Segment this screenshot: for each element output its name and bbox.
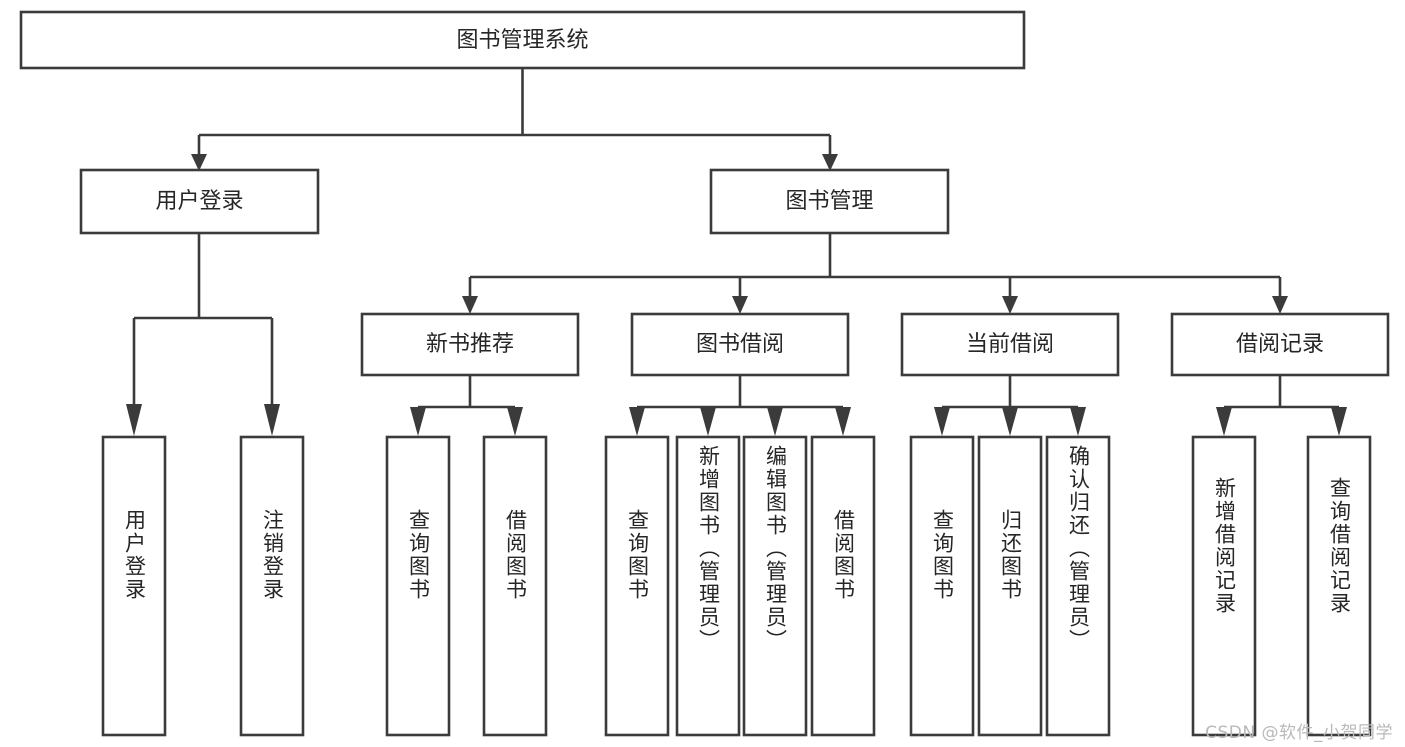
node-leaf-return-book-box[interactable]: [977, 435, 1043, 737]
node-new-book-recommend-label: 新书推荐: [426, 332, 514, 357]
arrow-head-leaf-query-book-1: [410, 407, 426, 436]
node-leaf-borrow-book-2-box[interactable]: [810, 435, 876, 737]
node-leaf-add-book-box[interactable]: [675, 435, 741, 737]
arrow-head-new-book-recommend: [462, 296, 478, 314]
node-leaf-user-logout-box[interactable]: [239, 435, 305, 737]
node-leaf-query-book-3-box[interactable]: [909, 435, 975, 737]
node-book-management[interactable]: 图书管理: [709, 168, 950, 235]
node-current-borrow-label: 当前借阅: [966, 332, 1054, 357]
arrow-head-current-borrow: [1002, 296, 1018, 314]
node-book-borrow-label: 图书借阅: [696, 332, 784, 357]
node-leaf-borrow-book-1-box[interactable]: [482, 435, 548, 737]
node-leaf-add-record-box[interactable]: [1191, 435, 1257, 737]
node-book-borrow-box[interactable]: [630, 312, 850, 377]
node-user-login[interactable]: 用户登录: [79, 168, 320, 235]
arrow-head-leaf-query-book-2: [629, 407, 645, 436]
node-user-login-label: 用户登录: [155, 189, 243, 214]
arrow-head-borrow-record: [1272, 296, 1288, 314]
node-leaf-user-login-box[interactable]: [101, 435, 167, 737]
node-book-borrow[interactable]: 图书借阅: [630, 312, 850, 377]
node-user-login-box[interactable]: [79, 168, 320, 235]
node-new-book-recommend-box[interactable]: [360, 312, 580, 377]
watermark-text: CSDN @软件_小贺同学: [1205, 723, 1393, 743]
arrow-head-leaf-user-logout: [264, 404, 280, 436]
arrow-head-user-login: [191, 154, 207, 171]
connector-layer: [126, 68, 1347, 436]
arrow-head-leaf-user-login: [126, 404, 142, 436]
arrow-head-leaf-borrow-book-1: [507, 407, 523, 436]
node-book-management-label: 图书管理: [785, 189, 873, 214]
node-leaf-edit-book-box[interactable]: [742, 435, 808, 737]
node-root-label: 图书管理系统: [456, 28, 588, 53]
node-root-box[interactable]: [19, 10, 1026, 70]
arrow-head-leaf-edit-book: [767, 407, 783, 436]
node-book-management-box[interactable]: [709, 168, 950, 235]
node-leaf-query-record-box[interactable]: [1306, 435, 1372, 737]
leaf-box-layer: [101, 435, 1372, 737]
arrow-head-leaf-borrow-book-2: [835, 407, 851, 436]
arrow-head-leaf-return-book: [1002, 407, 1018, 436]
arrow-head-leaf-add-book: [700, 407, 716, 436]
node-leaf-query-book-1-box[interactable]: [385, 435, 451, 737]
arrow-head-leaf-add-record: [1216, 407, 1232, 436]
node-leaf-confirm-return-box[interactable]: [1045, 435, 1111, 737]
arrow-head-book-management: [822, 154, 838, 171]
arrow-head-leaf-query-record: [1331, 407, 1347, 436]
node-leaf-query-book-2-box[interactable]: [604, 435, 670, 737]
node-current-borrow-box[interactable]: [900, 312, 1120, 377]
node-borrow-record-box[interactable]: [1170, 312, 1390, 377]
arrow-head-leaf-query-book-3: [934, 407, 950, 436]
node-root[interactable]: 图书管理系统: [19, 10, 1026, 70]
node-current-borrow[interactable]: 当前借阅: [900, 312, 1120, 377]
arrow-head-leaf-confirm-return: [1070, 407, 1086, 436]
arrow-head-book-borrow: [732, 296, 748, 314]
node-new-book-recommend[interactable]: 新书推荐: [360, 312, 580, 377]
node-borrow-record[interactable]: 借阅记录: [1170, 312, 1390, 377]
node-borrow-record-label: 借阅记录: [1236, 332, 1324, 357]
